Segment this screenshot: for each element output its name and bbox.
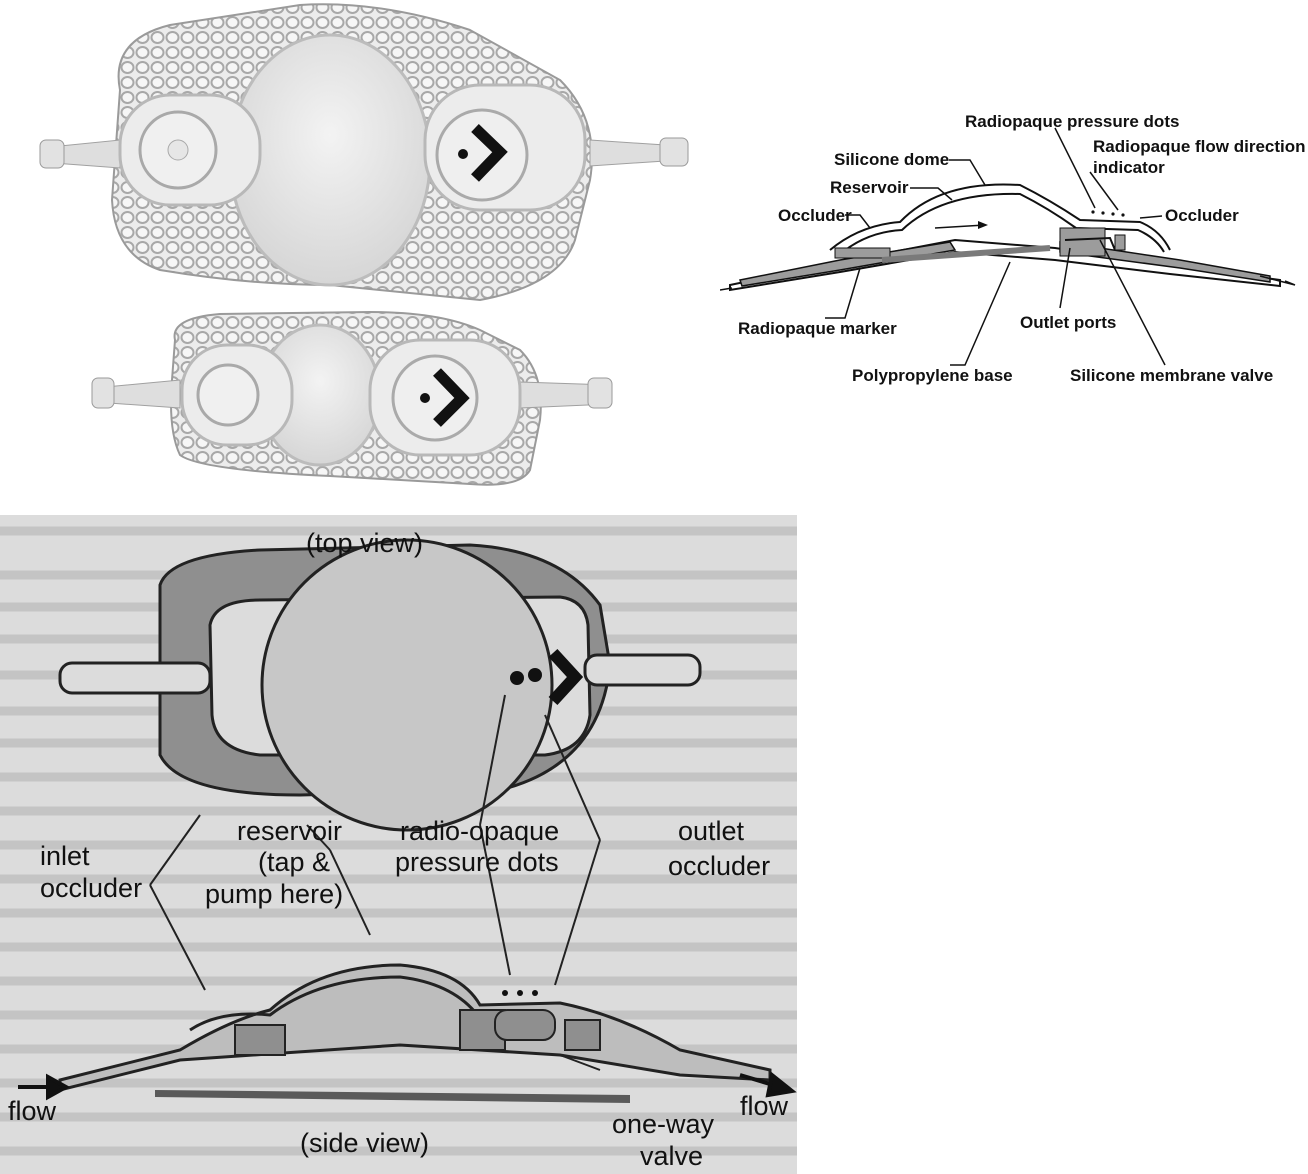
label-inlet-occluder-2: occluder [40,873,142,903]
label-valve-1: one-way [612,1109,715,1139]
label-flow-left: flow [8,1096,57,1126]
label-radiopaque-pressure-dots: Radiopaque pressure dots [965,112,1179,131]
label-occluder-left: Occluder [778,206,852,225]
label-pressure-dots-2: pressure dots [395,847,559,877]
textbook-diagram-graphic: (top view) (side view) inlet occluder re… [0,515,797,1174]
label-outlet-ports: Outlet ports [1020,313,1116,332]
label-reservoir-3: pump here) [205,879,343,909]
shunt-reservoir-photos [0,0,700,495]
label-flow-right: flow [740,1091,789,1121]
label-radiopaque-flow-direction-2: indicator [1093,158,1165,177]
large-reservoir-photo [40,4,688,300]
pressure-dot [458,149,468,159]
labeled-cross-section-schematic: Radiopaque pressure dots Radiopaque flow… [720,100,1308,400]
label-reservoir: Reservoir [830,178,909,197]
label-outlet-occluder-1: outlet [678,816,745,846]
shunt-reservoir-photo-graphic [0,0,700,495]
cross-section-graphic: Radiopaque pressure dots Radiopaque flow… [720,100,1308,400]
label-radiopaque-flow-direction-1: Radiopaque flow direction [1093,137,1306,156]
textbook-diagram-scan: (top view) (side view) inlet occluder re… [0,515,797,1174]
label-radiopaque-marker: Radiopaque marker [738,319,897,338]
label-silicone-dome: Silicone dome [834,150,949,169]
schematic-body [720,184,1295,290]
label-reservoir-1: reservoir [237,816,342,846]
label-valve-2: valve [640,1141,703,1171]
label-polypropylene-base: Polypropylene base [852,366,1013,385]
top-view-device [60,540,700,830]
label-outlet-occluder-2: occluder [668,851,770,881]
label-pressure-dots-1: radio-opaque [400,816,559,846]
label-occluder-right: Occluder [1165,206,1239,225]
label-side-view: (side view) [300,1128,429,1158]
label-inlet-occluder-1: inlet [40,841,90,871]
small-reservoir-photo [92,312,612,485]
label-silicone-membrane-valve: Silicone membrane valve [1070,366,1273,385]
pressure-dot-small [420,393,430,403]
label-reservoir-2: (tap & [258,847,330,877]
label-top-view: (top view) [306,528,423,558]
